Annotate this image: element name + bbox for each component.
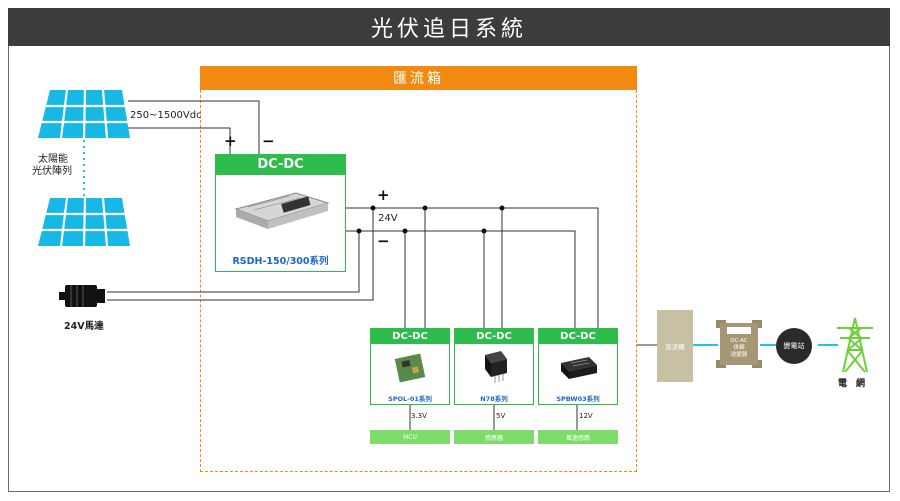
plus-sign: + — [224, 132, 237, 150]
junction-dot — [356, 228, 362, 234]
pv-minus-wire — [128, 100, 260, 154]
load-label: MCU — [370, 430, 450, 444]
combiner-box-frame — [200, 90, 637, 472]
inverter: DC-AC 併網 逆變器 — [714, 318, 764, 370]
inverter-label-line3: 逆變器 — [730, 352, 748, 358]
bus-minus-sign: − — [377, 232, 390, 250]
bus-minus-wire — [345, 230, 576, 328]
motor-icon — [59, 285, 105, 307]
n78-module-photo-icon — [485, 351, 507, 383]
substation: 變電站 — [776, 328, 812, 364]
pv-voltage-label: 250~1500Vdc — [130, 110, 202, 121]
page-title: 光伏追日系統 — [8, 8, 890, 46]
grid-label: 電 網 — [838, 379, 866, 389]
module-name: SPOL-01系列 — [388, 395, 432, 403]
inverter-label-line2: 併網 — [733, 345, 745, 351]
dc-cabinet: 直流櫃 — [657, 310, 693, 382]
pv-array-label-line1: 太陽能 — [38, 154, 68, 165]
module-header: DC-DC — [539, 329, 617, 344]
module-spbw03: DC-DC SPBW03系列 — [538, 328, 618, 405]
junction-dot — [402, 228, 408, 234]
transmission-tower-icon — [837, 317, 873, 373]
main-dcdc-module: DC-DC RSDH-150/300系列 — [215, 154, 346, 272]
solar-panel-icon — [38, 197, 130, 247]
main-dcdc-name: RSDH-150/300系列 — [232, 256, 329, 267]
inverter-label: DC-AC 併網 逆變器 — [714, 338, 764, 359]
module-name: SPBW03系列 — [556, 395, 600, 403]
junction-dot — [422, 205, 428, 211]
bus-voltage-label: 24V — [378, 213, 398, 224]
junction-dot — [481, 228, 487, 234]
spbw03-module-photo-icon — [561, 357, 597, 379]
substation-label: 變電站 — [783, 342, 805, 350]
output-voltage-label: 5V — [496, 412, 506, 420]
load-label: 感應器 — [454, 430, 534, 444]
inverter-label-line1: DC-AC — [730, 338, 748, 344]
motor-label: 24V馬達 — [64, 321, 104, 332]
output-voltage-label: 3.3V — [411, 412, 427, 420]
dc-cabinet-label: 直流櫃 — [665, 343, 685, 351]
module-name: N78系列 — [480, 395, 508, 403]
motor-wire-2 — [107, 208, 374, 301]
inverter-icon — [716, 320, 762, 368]
load-label: 風速感應 — [538, 430, 618, 444]
junction-dot — [370, 205, 376, 211]
main-dcdc-header: DC-DC — [216, 155, 345, 175]
solar-panel-icon — [38, 89, 130, 139]
motor-wire-1 — [107, 231, 360, 293]
module-header: DC-DC — [455, 329, 533, 344]
pv-array-label-line2: 光伏陣列 — [32, 166, 72, 177]
bus-plus-sign: + — [377, 186, 390, 204]
module-n78: DC-DC N78系列 — [454, 328, 534, 405]
bus-plus-wire — [345, 207, 599, 328]
pv-plus-wire — [128, 127, 231, 154]
junction-dot — [499, 205, 505, 211]
module-header: DC-DC — [371, 329, 449, 344]
power-supply-photo-icon — [234, 192, 330, 229]
combiner-box-title: 匯流箱 — [200, 66, 637, 90]
output-voltage-label: 12V — [579, 412, 593, 420]
minus-sign: − — [262, 132, 275, 150]
spol-module-photo-icon — [394, 353, 426, 383]
module-spol: DC-DC SPOL-01系列 — [370, 328, 450, 405]
